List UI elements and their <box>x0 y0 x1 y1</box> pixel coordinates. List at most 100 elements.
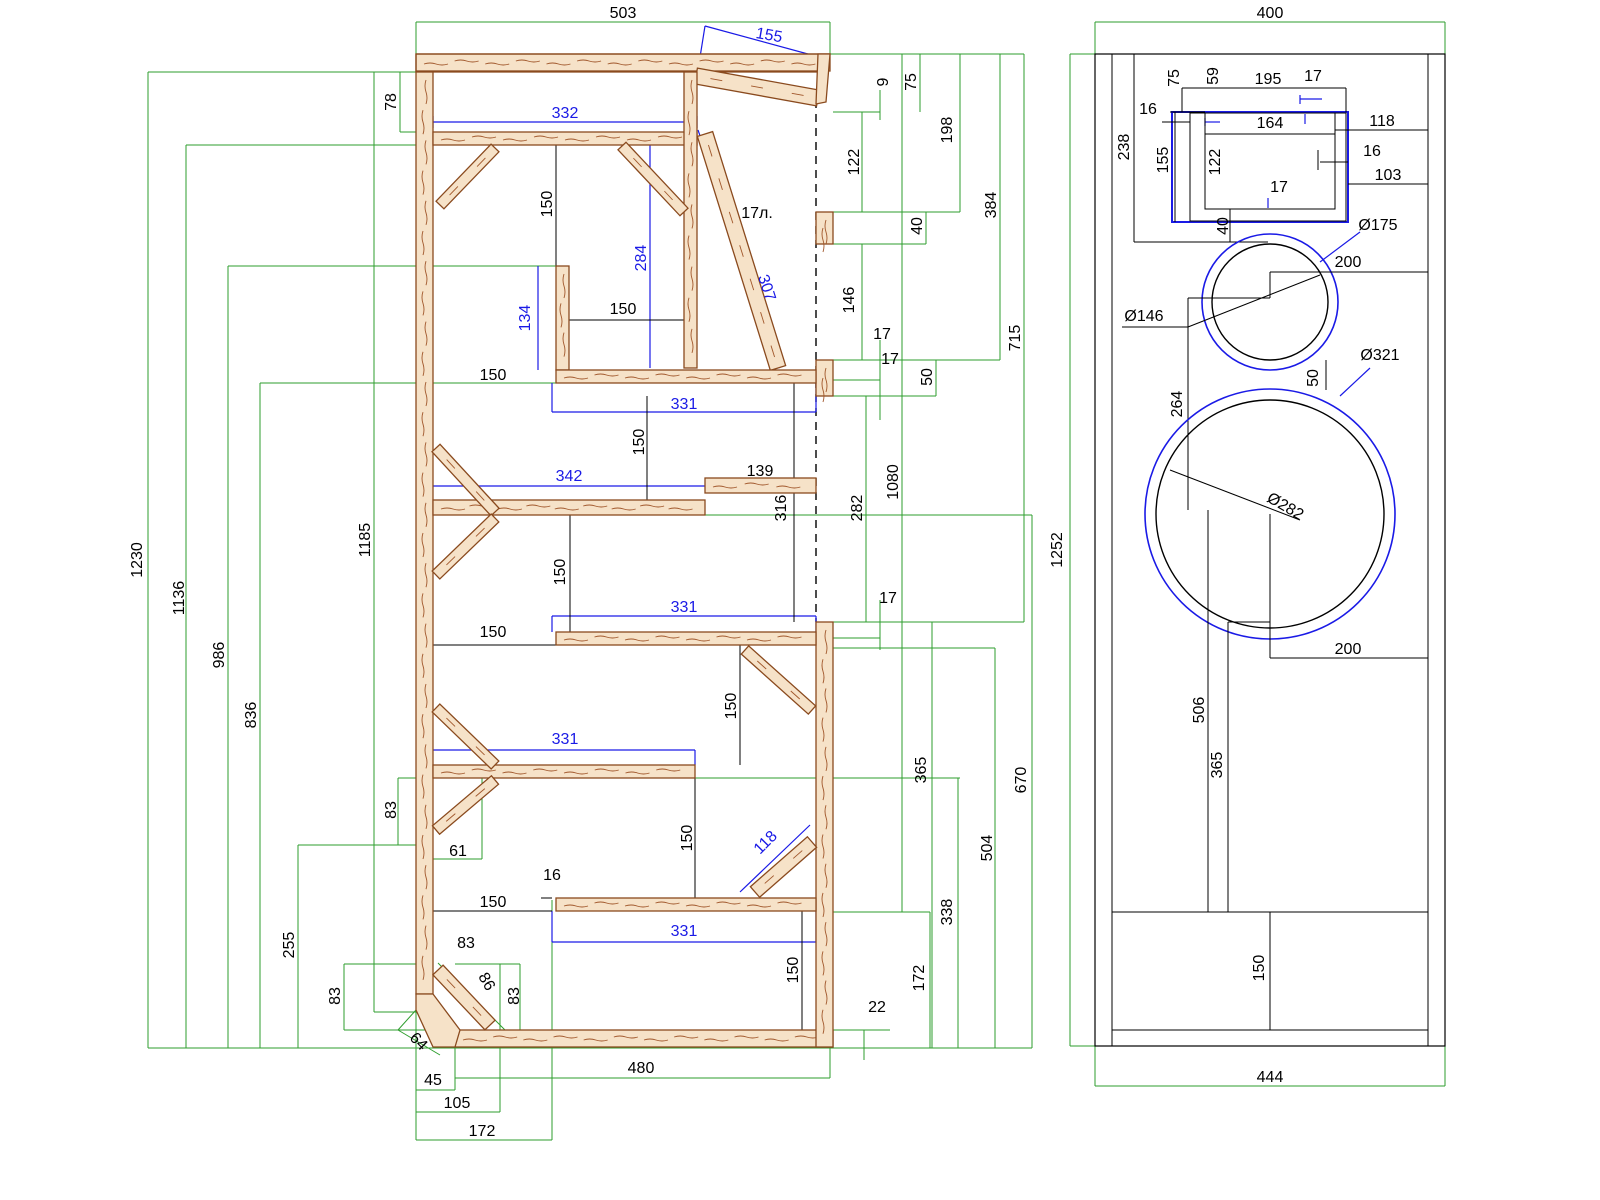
wood-grain <box>655 901 680 905</box>
midrange-outer-circle <box>1201 233 1339 371</box>
dimension-label: Ø175 <box>1358 217 1397 234</box>
wood-grain <box>611 507 636 511</box>
dimension-label: 150 <box>631 429 648 456</box>
dimension-label: 75 <box>1166 69 1183 87</box>
wood-grain <box>421 230 425 256</box>
wood-grain <box>563 376 589 380</box>
wood-grain <box>553 1035 578 1039</box>
wood-grain <box>685 376 711 380</box>
dimension-label: 17 <box>881 351 899 368</box>
brace-right-mid <box>740 644 817 716</box>
wood-grain <box>699 59 724 63</box>
dimension-labels: 5031230113698683611852557883836133233134… <box>129 5 1401 1140</box>
dimension-label: 255 <box>281 932 298 959</box>
shelf-342 <box>432 499 706 516</box>
dimension-line <box>1187 274 1321 328</box>
front-view <box>1094 53 1446 1047</box>
wood-grain <box>710 78 723 82</box>
wood-grain <box>502 771 527 775</box>
wood-grain <box>824 367 828 393</box>
wood-grain <box>657 135 683 139</box>
wood-grain <box>792 850 803 859</box>
dimension-label: 365 <box>913 757 930 784</box>
wood-grain <box>730 62 755 66</box>
dimension-label: 150 <box>539 191 556 218</box>
label-front-height: 1252 <box>1049 532 1066 568</box>
dimension-label: 1230 <box>129 542 146 578</box>
wood-grain <box>625 771 650 775</box>
wood-grain <box>777 901 802 905</box>
dimension-label: 342 <box>556 468 583 485</box>
wood-grain <box>824 922 828 947</box>
dimension-label: 16 <box>543 867 561 884</box>
dimension-label: 122 <box>1207 149 1224 176</box>
wood-grain <box>446 459 456 469</box>
shelf-331-b <box>555 631 817 646</box>
wood-grain <box>607 62 632 66</box>
wood-grain <box>421 834 425 860</box>
dimension-label: 103 <box>1375 167 1402 184</box>
wood-grain <box>633 157 642 168</box>
brace-mid-lower <box>431 513 500 580</box>
wood-grain <box>624 904 650 908</box>
dimension-label: 17 <box>873 326 891 343</box>
wood-grain <box>824 746 828 771</box>
wood-grain <box>690 204 694 229</box>
dimension-label: 9 <box>875 77 892 86</box>
wood-grain <box>643 1038 669 1042</box>
dimension-label: 50 <box>919 368 936 386</box>
dimension-label: 198 <box>939 117 956 144</box>
dimension-label: 134 <box>517 305 534 332</box>
dimension-label: 331 <box>552 731 579 748</box>
wood-grain <box>563 638 589 642</box>
wood-grain <box>690 266 694 291</box>
wood-grain <box>749 278 755 291</box>
front-baffle-mid <box>815 359 834 397</box>
dimension-label: 122 <box>846 149 863 176</box>
wood-grain <box>626 138 652 142</box>
wood-grain <box>744 482 769 486</box>
shelf-332 <box>432 131 698 146</box>
wood-grain <box>764 1038 789 1042</box>
wood-grain <box>824 805 828 830</box>
wood-grain <box>424 744 428 769</box>
wood-grain <box>777 635 802 639</box>
wood-grain <box>751 85 763 89</box>
wood-grain <box>562 273 566 299</box>
dimension-label: 384 <box>983 192 1000 219</box>
dimension-label: Ø321 <box>1360 347 1399 364</box>
dimension-label: 715 <box>1007 325 1024 352</box>
wood-grain <box>712 485 738 489</box>
brace-lower-down <box>431 774 500 836</box>
dimension-label: 1080 <box>885 464 902 500</box>
wood-grain <box>462 1038 488 1042</box>
wood-grain <box>685 638 711 642</box>
wood-grain <box>421 170 425 195</box>
wood-grain <box>424 563 428 588</box>
dimension-label: 150 <box>785 957 802 984</box>
dimension-label: 331 <box>671 599 698 616</box>
wood-grain <box>685 904 711 908</box>
dimension-line <box>1319 231 1361 263</box>
dimension-label: 150 <box>610 301 637 318</box>
wood-grain <box>562 332 566 357</box>
dimension-label: 316 <box>773 495 790 522</box>
shelf-331-d <box>555 897 817 912</box>
wood-grain <box>824 688 828 713</box>
shelf-331-c <box>432 764 696 779</box>
wood-grain <box>446 556 456 566</box>
wood-grain <box>421 955 425 980</box>
dimension-label: 504 <box>979 835 996 862</box>
wood-grain <box>639 504 665 508</box>
wood-grain <box>475 746 485 756</box>
wood-grain <box>485 62 510 66</box>
dimension-label: 836 <box>243 702 260 729</box>
dimension-label: 83 <box>506 987 523 1005</box>
wood-grain <box>594 373 619 377</box>
wood-grain <box>421 110 425 135</box>
wood-grain <box>821 377 825 403</box>
wood-grain <box>440 138 466 142</box>
wood-grain <box>421 653 425 678</box>
wood-grain <box>821 834 825 859</box>
dimension-label: 50 <box>1305 369 1322 387</box>
